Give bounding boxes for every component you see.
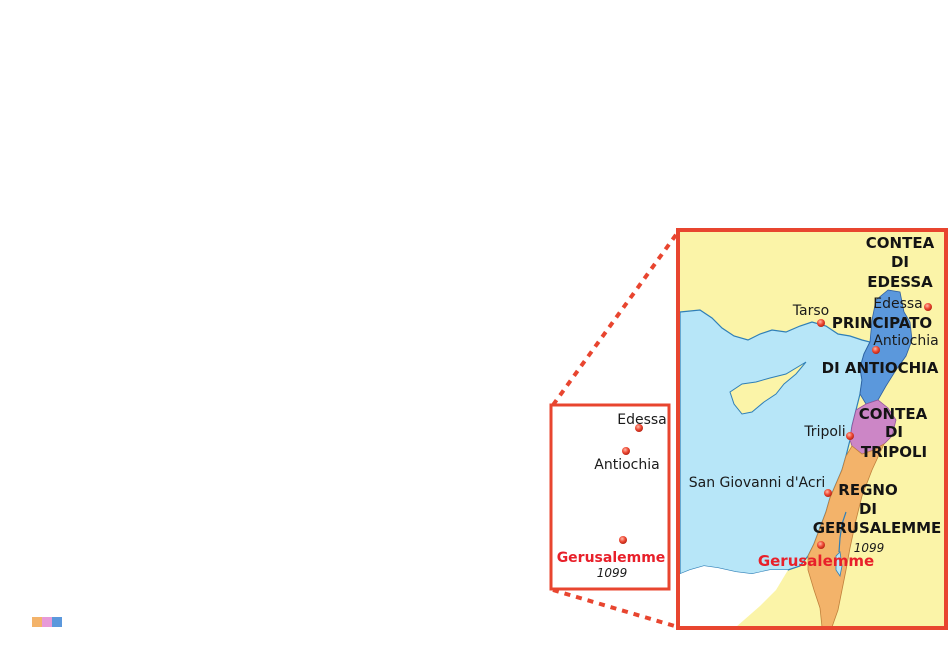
small-city-label-edessa: Edessa — [617, 412, 667, 428]
connector-bottom — [552, 588, 679, 629]
small-map: Edessa Antiochia Gerusalemme 1099 — [549, 403, 671, 591]
region-tripoli-line2: DI — [885, 423, 903, 441]
region-tripoli-label: CONTEA DI TRIPOLI — [859, 405, 928, 461]
territory-edessa-antioch — [859, 289, 913, 405]
small-capital-label: Gerusalemme — [557, 550, 666, 566]
legend-swatch-jerusalem — [32, 617, 42, 627]
region-edessa-line2: DI — [891, 253, 909, 271]
city-dot-tarso — [817, 319, 825, 327]
cyprus-island — [729, 361, 807, 415]
region-edessa-line1: CONTEA — [866, 234, 935, 252]
large-map: CONTEA DI EDESSA PRINCIPATO DI ANTIOCHIA… — [676, 228, 948, 630]
region-jerusalem-line2: DI — [859, 500, 877, 518]
small-city-dot-edessa — [635, 424, 643, 432]
region-tripoli-line1: CONTEA — [859, 405, 928, 423]
region-antioch-line1: PRINCIPATO — [832, 314, 932, 332]
city-dot-gerusalemme — [817, 541, 825, 549]
region-edessa-line3: EDESSA — [867, 273, 933, 291]
region-jerusalem-line3: GERUSALEMME — [813, 519, 942, 537]
color-legend — [32, 617, 62, 627]
city-label-antiochia: Antiochia — [873, 333, 938, 349]
small-capital-year: 1099 — [597, 566, 628, 580]
legend-swatch-tripoli — [42, 617, 52, 627]
city-label-acri: San Giovanni d'Acri — [689, 475, 825, 491]
connector-top — [551, 230, 680, 407]
jordan-river — [838, 511, 847, 553]
region-tripoli-line3: TRIPOLI — [861, 443, 927, 461]
city-label-tarso: Tarso — [792, 303, 829, 319]
region-jerusalem-label: REGNO DI GERUSALEMME — [813, 481, 942, 537]
city-dot-antiochia — [872, 346, 880, 354]
city-label-edessa: Edessa — [873, 296, 923, 312]
zoom-connectors — [551, 230, 680, 629]
capital-label-gerusalemme: Gerusalemme — [758, 552, 874, 570]
legend-swatch-edessa-antioch — [52, 617, 62, 627]
territory-jerusalem — [807, 442, 885, 627]
region-antioch-line2: DI ANTIOCHIA — [822, 359, 939, 377]
region-jerusalem-line1: REGNO — [838, 481, 897, 499]
region-edessa-label: CONTEA DI EDESSA — [866, 234, 935, 291]
city-dot-edessa — [924, 303, 932, 311]
dead-sea — [835, 551, 843, 578]
small-city-dot-antiochia — [622, 447, 630, 455]
city-label-tripoli: Tripoli — [803, 424, 845, 440]
capital-year: 1099 — [854, 541, 885, 555]
small-city-label-antiochia: Antiochia — [594, 457, 659, 473]
city-dot-tripoli — [846, 432, 854, 440]
large-map-frame — [676, 228, 948, 630]
small-map-frame — [549, 403, 671, 591]
lower-left-blank — [680, 566, 788, 627]
city-dot-acri — [824, 489, 832, 497]
small-city-dot-gerusalemme — [619, 536, 627, 544]
